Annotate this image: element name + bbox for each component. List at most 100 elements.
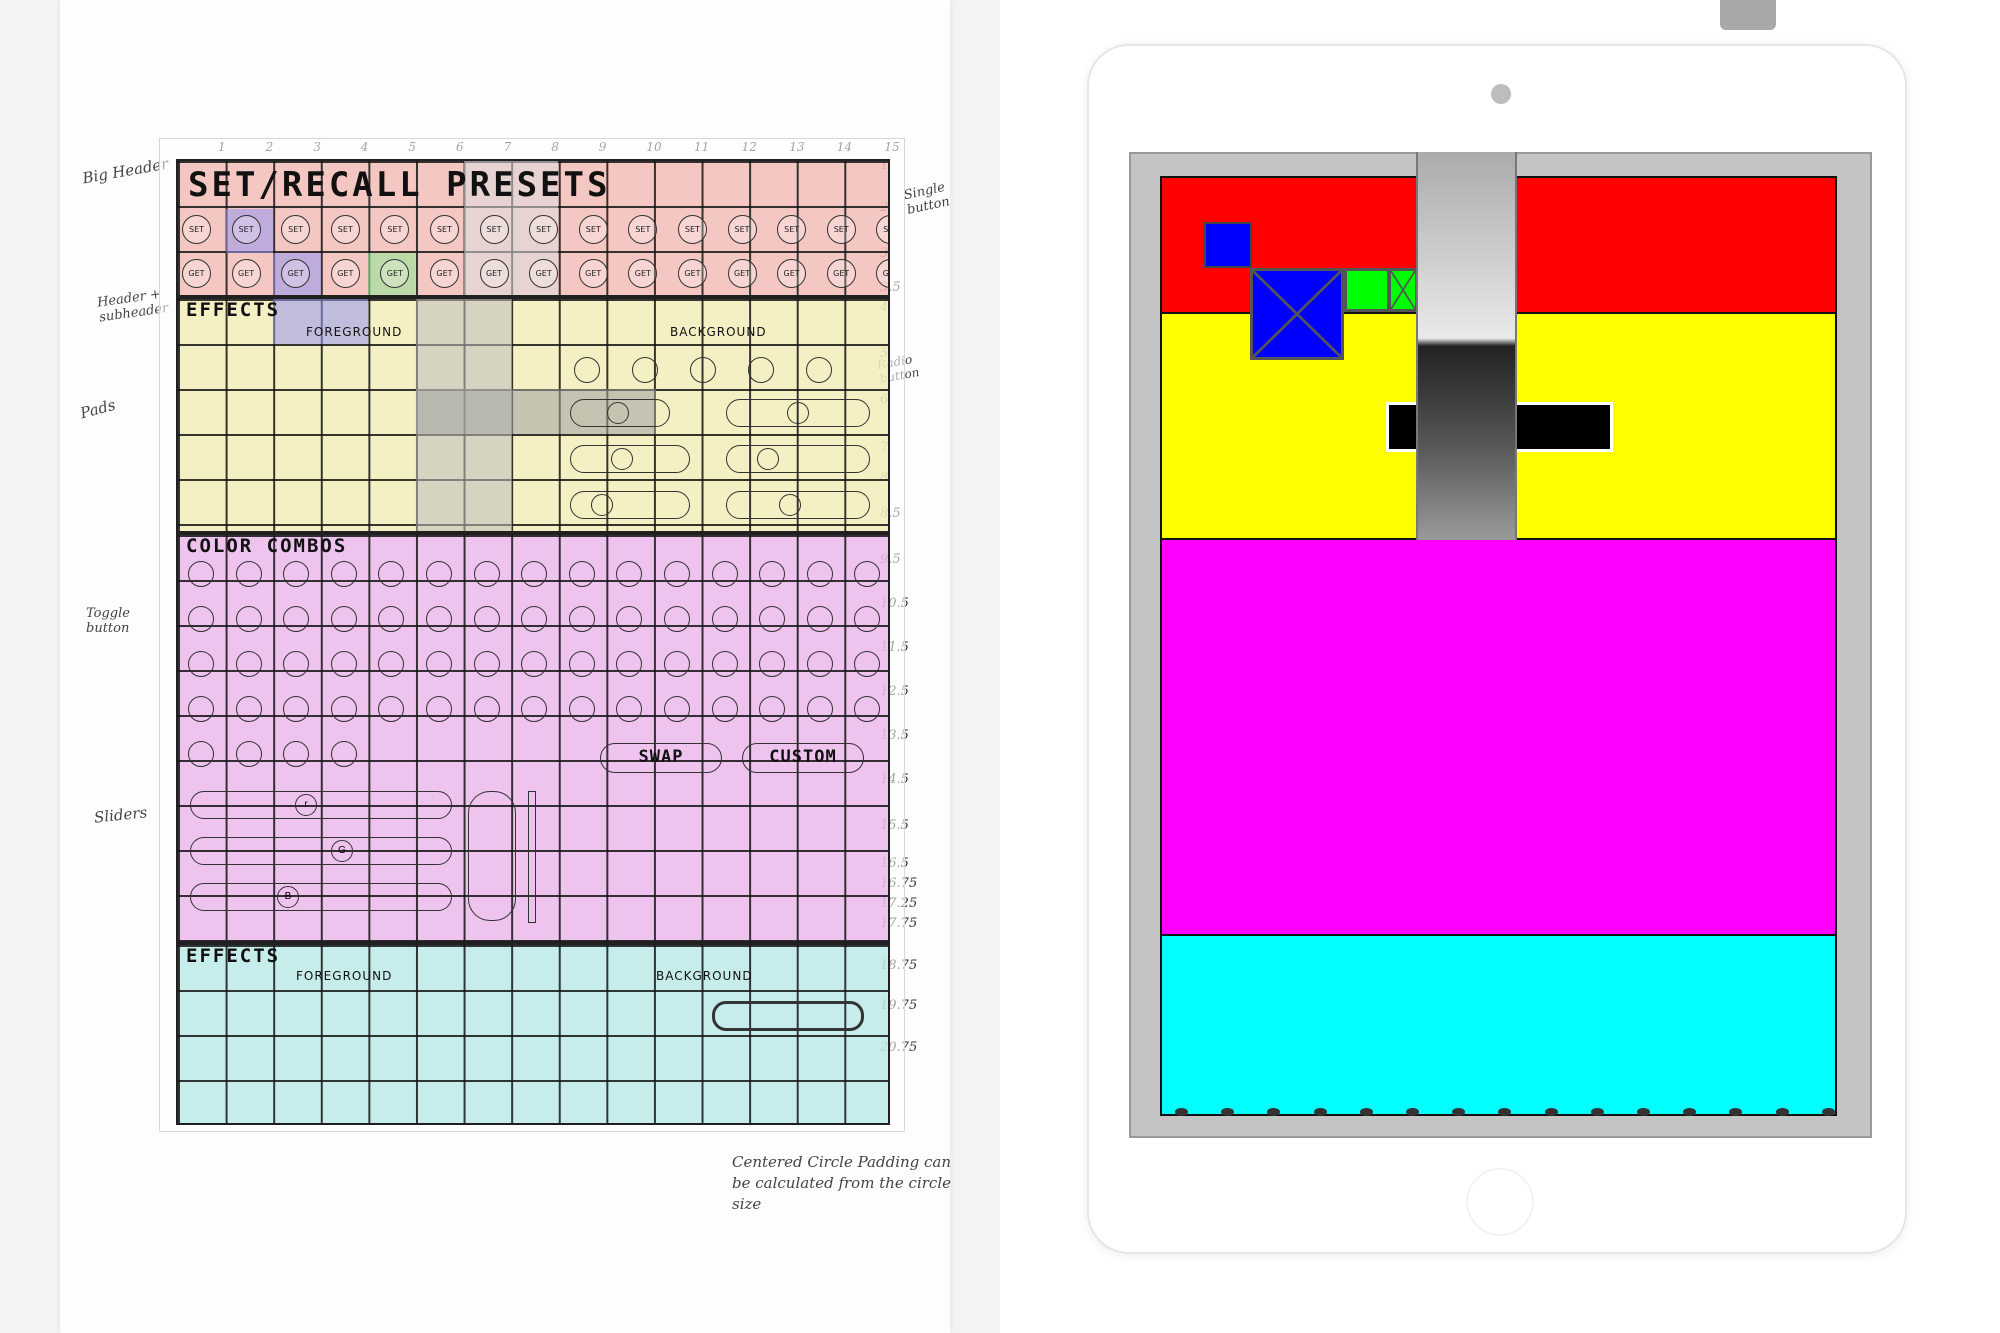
blue-slider[interactable]: B [190, 883, 452, 911]
bottom-effects-region[interactable] [1160, 934, 1837, 1116]
radio-button[interactable] [574, 357, 600, 383]
effect-slider[interactable] [726, 491, 870, 519]
color-toggle-button[interactable] [854, 561, 881, 587]
color-toggle-button[interactable] [188, 651, 214, 677]
effect-slider[interactable] [570, 399, 670, 427]
color-toggle-button[interactable] [378, 606, 405, 632]
radio-button[interactable] [690, 357, 716, 383]
get-preset-button[interactable]: GET [628, 259, 658, 288]
color-toggle-button[interactable] [616, 696, 643, 722]
color-toggle-button[interactable] [521, 561, 548, 587]
color-toggle-button[interactable] [664, 561, 690, 587]
color-toggle-button[interactable] [759, 606, 786, 632]
color-toggle-button[interactable] [283, 696, 310, 722]
get-preset-button[interactable]: GET [231, 259, 261, 288]
color-toggle-button[interactable] [616, 606, 643, 632]
get-preset-button[interactable]: GET [330, 259, 360, 288]
color-toggle-button[interactable] [283, 561, 310, 587]
color-toggle-button[interactable] [711, 696, 738, 722]
set-preset-button[interactable]: SET [479, 215, 509, 244]
color-toggle-button[interactable] [568, 561, 595, 587]
get-preset-button[interactable]: GET [182, 259, 211, 288]
get-preset-button[interactable]: GET [380, 259, 410, 288]
color-toggle-button[interactable] [616, 651, 643, 677]
get-preset-button[interactable]: GET [727, 259, 757, 288]
color-toggle-button[interactable] [235, 606, 262, 632]
slider-knob[interactable] [611, 448, 633, 470]
get-preset-button[interactable]: GET [429, 259, 459, 288]
get-preset-button[interactable]: GET [281, 259, 311, 288]
color-toggle-button[interactable] [521, 696, 548, 722]
color-toggle-button[interactable] [188, 561, 214, 587]
color-toggle-button[interactable] [426, 561, 452, 587]
radio-button[interactable] [748, 357, 774, 383]
color-toggle-button[interactable] [188, 606, 214, 632]
color-toggle-button[interactable] [473, 606, 500, 632]
color-toggle-button[interactable] [616, 561, 643, 587]
color-toggle-button[interactable] [378, 561, 405, 587]
color-toggle-button[interactable] [711, 606, 738, 632]
swap-button[interactable]: SWAP [600, 743, 722, 773]
color-toggle-button[interactable] [664, 606, 690, 632]
slider-knob[interactable] [787, 402, 809, 424]
get-preset-button[interactable]: GET [529, 259, 559, 288]
get-preset-button[interactable]: GET [826, 259, 856, 288]
custom-button[interactable]: CUSTOM [742, 743, 864, 773]
color-toggle-button[interactable] [711, 651, 738, 677]
color-toggle-button[interactable] [188, 741, 214, 767]
color-toggle-button[interactable] [283, 651, 310, 677]
set-preset-button[interactable]: SET [330, 215, 360, 244]
color-toggle-button[interactable] [806, 651, 833, 677]
color-toggle-button[interactable] [283, 606, 310, 632]
set-preset-button[interactable]: SET [727, 215, 757, 244]
slider-knob[interactable] [591, 494, 613, 516]
green-swatch-crossed[interactable] [1388, 268, 1418, 312]
green-slider-knob[interactable]: G [331, 840, 353, 862]
color-combos-region[interactable] [1160, 538, 1837, 936]
color-toggle-button[interactable] [235, 741, 262, 767]
set-preset-button[interactable]: SET [380, 215, 410, 244]
get-preset-button[interactable]: GET [777, 259, 807, 288]
radio-button[interactable] [806, 357, 832, 383]
green-swatch[interactable] [1344, 268, 1390, 312]
color-toggle-button[interactable] [235, 561, 262, 587]
color-toggle-button[interactable] [473, 561, 500, 587]
set-preset-button[interactable]: SET [529, 215, 559, 244]
color-toggle-button[interactable] [854, 696, 881, 722]
color-toggle-button[interactable] [235, 696, 262, 722]
effect-slider[interactable] [570, 491, 690, 519]
color-toggle-button[interactable] [330, 651, 357, 677]
red-slider[interactable]: r [190, 791, 452, 819]
set-preset-button[interactable]: SET [777, 215, 807, 244]
green-slider[interactable]: G [190, 837, 452, 865]
color-toggle-button[interactable] [568, 696, 595, 722]
set-preset-button[interactable]: SET [578, 215, 608, 244]
set-preset-button[interactable]: SET [628, 215, 658, 244]
get-preset-button[interactable]: GET [677, 259, 707, 288]
set-preset-button[interactable]: SET [182, 215, 211, 244]
blue-slider-knob[interactable]: B [277, 886, 299, 908]
color-toggle-button[interactable] [854, 606, 881, 632]
gradient-vertical-slider[interactable] [1416, 152, 1517, 540]
color-toggle-button[interactable] [426, 651, 452, 677]
color-toggle-button[interactable] [806, 696, 833, 722]
slider-knob[interactable] [779, 494, 801, 516]
get-preset-button[interactable]: GET [479, 259, 509, 288]
color-toggle-button[interactable] [521, 651, 548, 677]
color-toggle-button[interactable] [426, 696, 452, 722]
color-toggle-button[interactable] [330, 741, 357, 767]
color-toggle-button[interactable] [330, 696, 357, 722]
blue-swatch-crossed[interactable] [1250, 268, 1344, 360]
set-preset-button[interactable]: SET [876, 215, 888, 244]
color-toggle-button[interactable] [664, 696, 690, 722]
color-toggle-button[interactable] [473, 651, 500, 677]
color-toggle-button[interactable] [806, 561, 833, 587]
color-toggle-button[interactable] [378, 696, 405, 722]
slider-knob[interactable] [757, 448, 779, 470]
color-toggle-button[interactable] [568, 651, 595, 677]
color-toggle-button[interactable] [759, 561, 786, 587]
set-preset-button[interactable]: SET [231, 215, 261, 244]
color-toggle-button[interactable] [806, 606, 833, 632]
effect-slider[interactable] [712, 1001, 864, 1031]
color-toggle-button[interactable] [854, 651, 881, 677]
